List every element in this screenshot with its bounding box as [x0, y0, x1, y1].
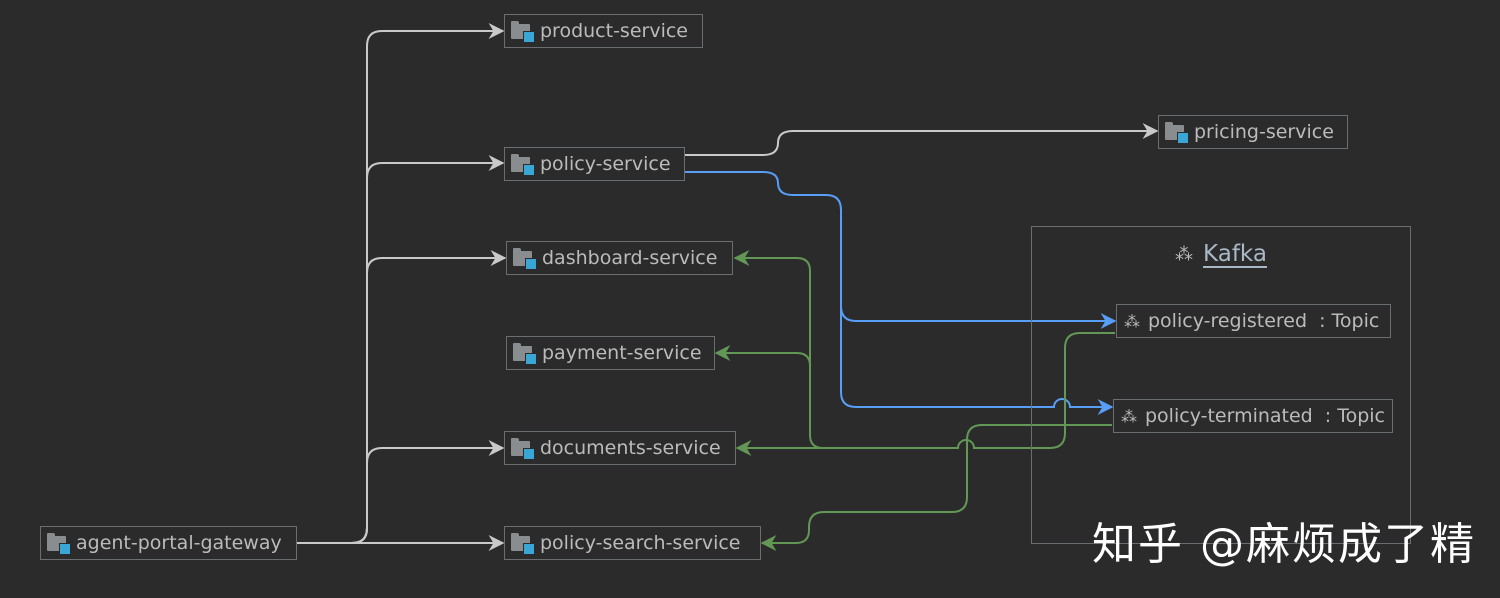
module-folder-icon: [511, 20, 535, 43]
agent-portal-gateway-label: agent-portal-gateway: [76, 532, 282, 554]
edge-gateway-product: [297, 23, 505, 544]
edge-policy-terminated: [840, 306, 1114, 415]
edge-terminated-policy-search: [760, 424, 1112, 551]
topic-stereotype: : Topic: [1324, 405, 1385, 427]
documents-service-label: documents-service: [540, 437, 721, 459]
edge-policy-pricing: [685, 123, 1159, 156]
kafka-icon: ⁂: [1124, 311, 1140, 331]
edge-gateway-policy: [297, 155, 505, 544]
pricing-service-node[interactable]: pricing-service: [1158, 115, 1348, 149]
edge-registered-dashboard: [733, 250, 958, 449]
kafka-icon: ⁂: [1175, 243, 1194, 265]
policy-service-node[interactable]: policy-service: [504, 147, 685, 181]
module-folder-icon: [511, 153, 535, 176]
module-folder-icon: [513, 247, 537, 270]
kafka-title-label: Kafka: [1203, 241, 1267, 267]
documents-service-node[interactable]: documents-service: [504, 431, 736, 465]
edge-registered-consumers: [735, 332, 1115, 456]
dashboard-service-node[interactable]: dashboard-service: [506, 241, 733, 275]
policy-search-service-label: policy-search-service: [540, 532, 741, 554]
pricing-service-label: pricing-service: [1194, 121, 1334, 143]
module-folder-icon: [511, 532, 535, 555]
policy-service-label: policy-service: [540, 153, 671, 175]
module-folder-icon: [513, 342, 537, 365]
kafka-icon: ⁂: [1121, 406, 1137, 426]
module-folder-icon: [1165, 121, 1189, 144]
agent-portal-gateway-node[interactable]: agent-portal-gateway: [40, 526, 297, 560]
topic-name: policy-registered: [1148, 310, 1308, 332]
topic-name: policy-terminated: [1145, 405, 1313, 427]
dashboard-service-label: dashboard-service: [542, 247, 718, 269]
topic-stereotype: : Topic: [1319, 310, 1380, 332]
edge-policy-registered: [685, 171, 1117, 329]
kafka-title[interactable]: ⁂ Kafka: [1032, 241, 1410, 267]
edge-gateway-dashboard: [297, 250, 507, 544]
payment-service-label: payment-service: [542, 342, 702, 364]
policy-search-service-node[interactable]: policy-search-service: [504, 526, 761, 560]
product-service-node[interactable]: product-service: [504, 14, 703, 48]
kafka-group: ⁂ Kafka: [1031, 226, 1411, 544]
topic-policy-registered[interactable]: ⁂ policy-registered : Topic: [1116, 304, 1391, 338]
edge-registered-payment: [714, 345, 811, 367]
watermark: 知乎 @麻烦成了精: [1092, 519, 1476, 570]
module-folder-icon: [511, 437, 535, 460]
module-folder-icon: [47, 532, 71, 555]
payment-service-node[interactable]: payment-service: [506, 336, 715, 370]
product-service-label: product-service: [540, 20, 688, 42]
topic-policy-terminated[interactable]: ⁂ policy-terminated : Topic: [1113, 399, 1393, 433]
edge-gateway-documents: [297, 440, 505, 544]
